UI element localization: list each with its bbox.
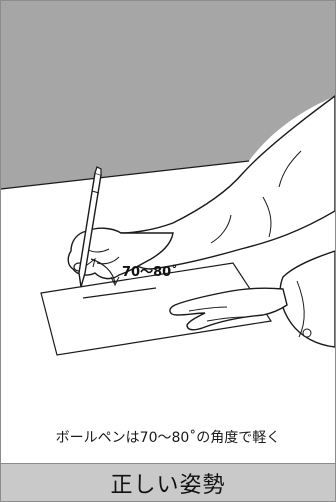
caption-text: ボールペンは70〜80˚の角度で軽く: [1, 427, 335, 447]
writing-posture-illustration: 70〜80˚: [1, 1, 335, 463]
illustration: 70〜80˚ ボールペンは70〜80˚の角度で軽く: [1, 1, 335, 463]
footer-bar: 正しい姿勢: [1, 463, 335, 501]
angle-label: 70〜80˚: [122, 264, 178, 280]
footer-title: 正しい姿勢: [110, 467, 225, 499]
cuff-button: [303, 329, 311, 337]
